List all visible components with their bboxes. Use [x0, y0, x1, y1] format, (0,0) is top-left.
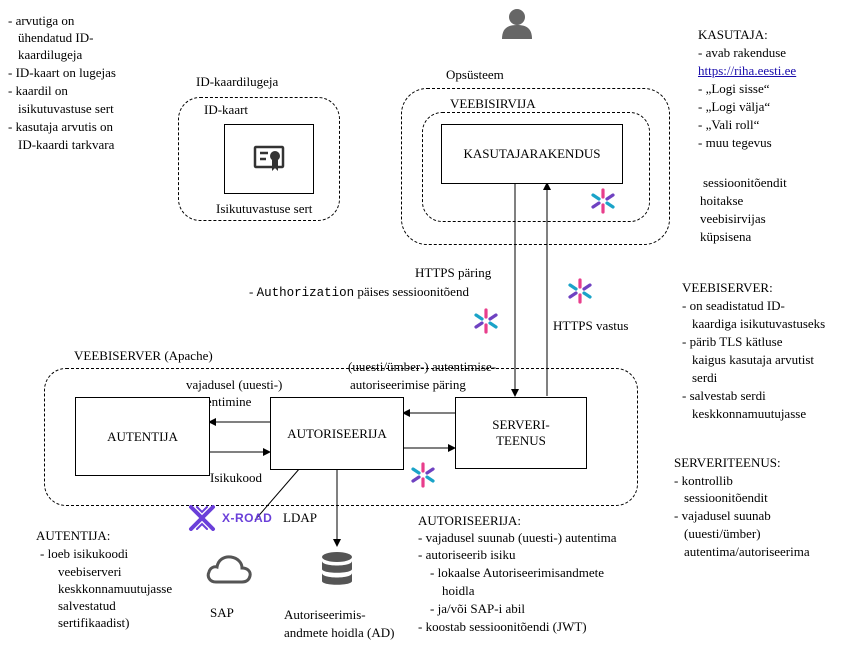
serviteenus-label-l1: SERVERI- — [492, 417, 550, 432]
session-note-line: küpsisena — [700, 229, 752, 244]
token-icon — [568, 278, 592, 304]
xroad-logo-icon — [189, 505, 215, 531]
note-line: - kasutaja arvutis on — [8, 119, 114, 134]
riha-link[interactable]: https://riha.eesti.ee — [698, 63, 797, 78]
autentija-note-line: veebiserveri — [58, 564, 122, 579]
veebiserver-note-line: - on seadistatud ID- — [682, 298, 785, 313]
token-icon — [411, 462, 435, 488]
kasutaja-line: - muu tegevus — [698, 135, 772, 150]
db-label-l2: andmete hoidla (AD) — [284, 625, 395, 640]
veebiserver-note-line: - salvestab serdi — [682, 388, 766, 403]
request-label-l1: (uuesti/ümber-) autentimise- — [348, 359, 497, 374]
serviteenus-note-line: - vajadusel suunab — [674, 508, 771, 523]
user-icon — [502, 9, 532, 39]
browser-group — [422, 112, 650, 222]
idcard-label: ID-kaart — [204, 102, 249, 117]
autentija-note-line: - loeb isikukoodi — [40, 546, 129, 561]
autentija-note-title: AUTENTIJA: — [36, 528, 111, 543]
ldap-label: LDAP — [283, 510, 317, 525]
autentija-note-line: keskkonnamuutujasse — [58, 581, 173, 596]
autoriseerija-note-line: - vajadusel suunab (uuesti-) autentima — [418, 530, 617, 545]
autoriseerija-note-line: - koostab sessioonitõendi (JWT) — [418, 619, 587, 634]
veebiserver-note-line: keskkonnamuutujasse — [692, 406, 807, 421]
autoriseerija-box: AUTORISEERIJA — [270, 397, 404, 470]
veebiserver-note-title: VEEBISERVER: — [682, 280, 773, 295]
idcard-reader-group — [178, 97, 340, 221]
autoriseerija-note-line: - lokaalse Autoriseerimisandmete — [430, 565, 605, 580]
idcard-box — [224, 124, 314, 194]
kasutaja-line: - „Vali roll“ — [698, 117, 760, 132]
note-line: kaardilugeja — [18, 47, 83, 62]
database-icon — [322, 552, 352, 585]
kasutaja-line: - avab rakenduse — [698, 45, 787, 60]
note-line: - kaardil on — [8, 83, 68, 98]
serviteenus-label-l2: TEENUS — [496, 433, 546, 448]
veebiserver-note-line: - pärib TLS kätluse — [682, 334, 783, 349]
serviteenus-note-line: (uuesti/ümber) — [684, 526, 761, 541]
autoriseerija-label: AUTORISEERIJA — [287, 425, 387, 441]
webserver-group — [44, 368, 638, 506]
https-request-label: HTTPS päring — [415, 265, 492, 280]
serviteenus-note-line: sessioonitõendit — [684, 490, 768, 505]
note-line: - arvutiga on — [8, 13, 75, 28]
autentija-label: AUTENTIJA — [107, 428, 178, 444]
request-label-l2: autoriseerimise päring — [350, 377, 466, 392]
ldap-line — [254, 467, 301, 521]
autoriseerija-note-line: hoidla — [442, 583, 475, 598]
token-icon — [474, 308, 498, 334]
cert-label: Isikutuvastuse sert — [216, 201, 313, 216]
session-note-line: hoitakse — [700, 193, 744, 208]
kasutaja-line: - „Logi sisse“ — [698, 81, 770, 96]
note-line: ID-kaardi tarkvara — [18, 137, 115, 152]
autentija-note-line: sertifikaadist) — [58, 615, 130, 630]
browser-title: VEEBISIRVIJA — [450, 96, 536, 111]
autoriseerija-note-line: - autoriseerib isiku — [418, 547, 516, 562]
app-box: KASUTAJARAKENDUS — [441, 124, 623, 184]
autentija-box: AUTENTIJA — [75, 397, 210, 476]
serviteenus-box: SERVERI- TEENUS — [455, 397, 587, 469]
sap-label: SAP — [210, 605, 234, 620]
serviteenus-note-title: SERVERITEENUS: — [674, 455, 781, 470]
certificate-icon — [253, 145, 285, 171]
idcard-reader-title: ID-kaardilugeja — [196, 74, 279, 89]
veebiserver-note-line: kaardiga isikutuvastuseks — [692, 316, 826, 331]
app-label: KASUTAJARAKENDUS — [463, 146, 601, 161]
token-icon — [591, 188, 615, 214]
session-note-line: sessioonitõendit — [703, 175, 787, 190]
reauth-label-l1: vajadusel (uuesti-) — [186, 377, 283, 392]
serviteenus-note-line: - kontrollib — [674, 473, 733, 488]
os-group — [401, 88, 670, 245]
serviteenus-note-line: autentima/autoriseerima — [684, 544, 810, 559]
veebiserver-note-line: serdi — [692, 370, 718, 385]
isikukood-label: Isikukood — [210, 470, 262, 485]
autoriseerija-note-title: AUTORISEERIJA: — [418, 513, 522, 528]
veebiserver-note-line: kaigus kasutaja arvutist — [692, 352, 815, 367]
https-response-label: HTTPS vastus — [553, 318, 629, 333]
session-note-line: veebisirvijas — [700, 211, 766, 226]
note-line: isikutuvastuse sert — [18, 101, 114, 116]
cloud-icon — [206, 555, 252, 584]
note-line: ühendatud ID- — [18, 30, 94, 45]
https-request-header: - Authorization päises sessioonitõend — [249, 284, 469, 300]
db-label-l1: Autoriseerimis- — [284, 607, 366, 622]
xroad-logo-text: X-ROAD — [222, 511, 273, 525]
autoriseerija-note-line: - ja/või SAP-i abil — [430, 601, 525, 616]
note-line: - ID-kaart on lugejas — [8, 65, 116, 80]
autentija-note-line: salvestatud — [58, 598, 116, 613]
webserver-title: VEEBISERVER (Apache) — [74, 348, 213, 363]
os-title: Opsüsteem — [446, 67, 504, 82]
kasutaja-title: KASUTAJA: — [698, 27, 768, 42]
kasutaja-line: - „Logi välja“ — [698, 99, 771, 114]
